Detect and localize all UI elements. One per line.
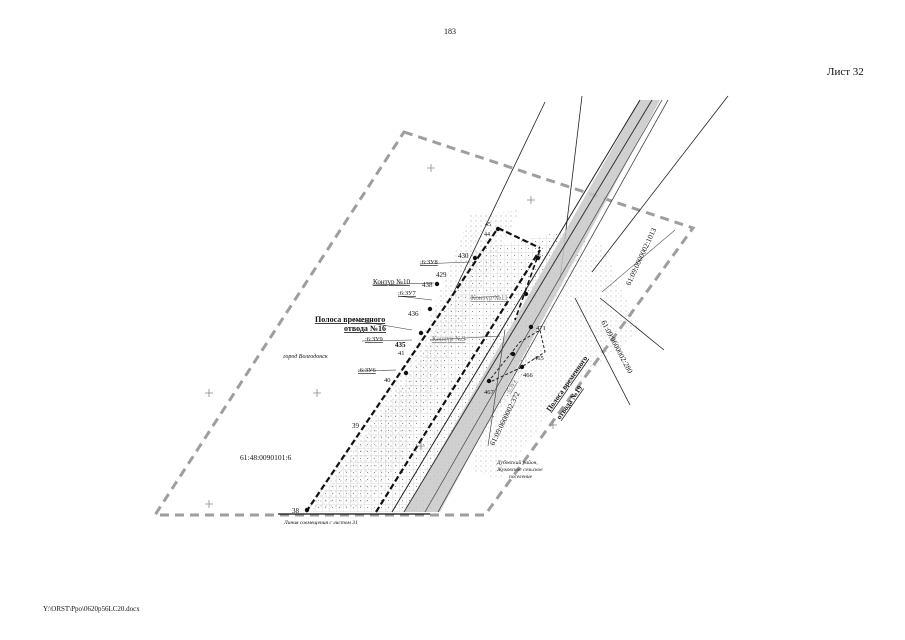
label-gorod: город Волгодонск: [283, 353, 328, 360]
point-465: 465: [534, 355, 544, 362]
road-edge: [403, 99, 653, 513]
label-zu9: :6:ЗУ9: [365, 336, 383, 343]
point-436: 436: [408, 310, 419, 318]
terrain-dots-right: [470, 240, 640, 480]
point-467: 467: [484, 389, 495, 396]
leader-lines: [352, 261, 506, 447]
label-kontur10: Контур №10: [373, 278, 410, 286]
sheet-title: Лист 32: [827, 66, 864, 78]
point-markers: [304, 226, 541, 513]
grid-crosses: [205, 164, 557, 508]
point-40: 40: [384, 377, 391, 384]
point-429: 429: [436, 271, 447, 279]
label-zu7: :6:ЗУ7: [398, 290, 417, 297]
label-zu8: :6:ЗУ8: [420, 259, 438, 266]
label-zu6: :6:ЗУ6: [358, 367, 377, 374]
road-edge: [424, 99, 663, 513]
point-44: 44: [484, 232, 490, 238]
boundary-line: [451, 101, 546, 297]
label-rayon-3: поселение: [509, 474, 533, 480]
boundary-line: [591, 95, 729, 273]
road-edge: [391, 99, 641, 513]
label-kadastr-6: 61:48:0090101:6: [240, 453, 292, 462]
point-45: 45: [485, 222, 491, 228]
label-combine-line: Линия совмещения с листом 31: [283, 520, 358, 526]
boundary-line: [574, 297, 631, 406]
corridor-line-top: [497, 227, 541, 249]
point-471: 471: [536, 325, 546, 332]
road-edge: [437, 99, 669, 513]
point-39: 39: [352, 422, 360, 430]
label-rayon-2: Жуковское сельское: [496, 467, 543, 473]
label-kontur9: Контур №9: [432, 335, 466, 343]
boundary-line: [601, 229, 676, 293]
page-number: 183: [444, 27, 456, 36]
contour-dashed: [487, 329, 546, 383]
corridor-hatching: [310, 232, 590, 512]
boundary-line: [599, 297, 665, 351]
label-rayon-1: Дубовский район,: [496, 459, 538, 466]
corridor-line-middle: [375, 249, 541, 513]
point-438: 438: [422, 281, 433, 289]
footer-file-path: Y:\ORST\Ppo\0620p56LC20.docx: [43, 605, 140, 613]
corridor-line-right: [514, 249, 541, 321]
road-band: [405, 100, 660, 512]
label-kadastr-1013: 61:09:0600002:1013: [624, 226, 659, 287]
point-46: 46: [535, 254, 541, 260]
point-38: 38: [292, 507, 300, 515]
corridor-line-left: [305, 227, 499, 513]
point-41: 41: [398, 350, 405, 357]
point-435: 435: [395, 341, 406, 349]
label-polosa16-1: Полоса временного: [315, 315, 385, 324]
label-polosa16-2: отвода №16: [344, 324, 386, 333]
point-430: 430: [458, 252, 469, 260]
label-kontur11: Контур №11: [471, 294, 508, 302]
point-466: 466: [523, 372, 534, 379]
